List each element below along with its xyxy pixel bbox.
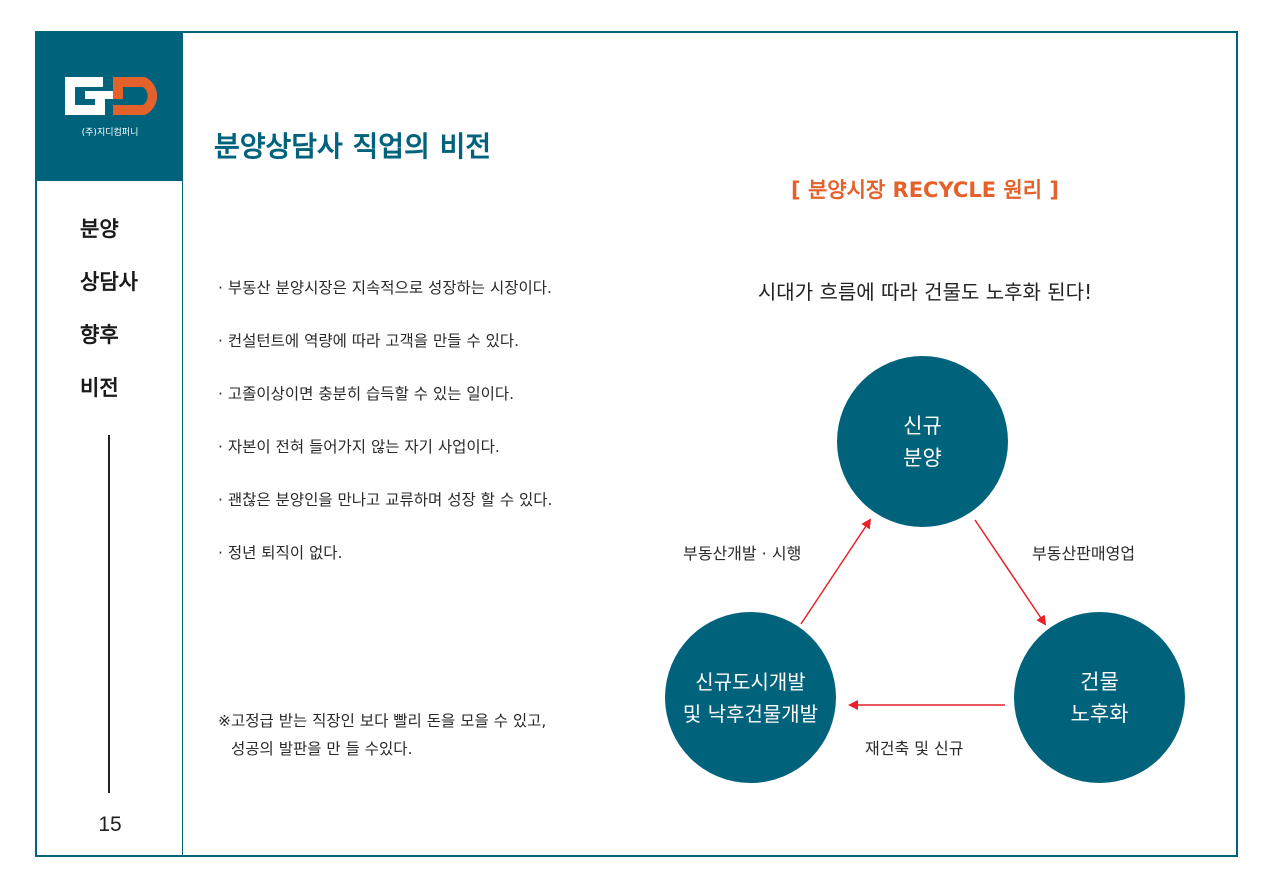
page-number: 15 — [98, 813, 122, 836]
bullet-item: · 괜찮은 분양인을 만나고 교류하며 성장 할 수 있다. — [218, 491, 553, 509]
edge-label-sales: 부동산판매영업 — [1032, 544, 1136, 563]
bullet-item: · 정년 퇴직이 없다. — [218, 544, 343, 562]
node-building-aging: 건물 노후화 — [1014, 612, 1185, 783]
footnote: ※고정급 받는 직장인 보다 빨리 돈을 모을 수 있고, 성공의 발판을 만 … — [218, 707, 546, 763]
logo-block: (주)지디컴퍼니 — [37, 33, 183, 181]
sidebar-word-4: 비전 — [80, 376, 119, 400]
gd-logo-icon — [65, 77, 158, 115]
sidebar-word-1: 분양 — [80, 217, 119, 241]
page-title: 분양상담사 직업의 비전 — [214, 130, 492, 163]
diagram-lead: 시대가 흐름에 따라 건물도 노후화 된다! — [757, 280, 1093, 304]
company-name: (주)지디컴퍼니 — [81, 128, 139, 138]
node-new-sale-line-2: 분양 — [903, 445, 942, 470]
bullet-item: · 부동산 분양시장은 지속적으로 성장하는 시장이다. — [218, 279, 552, 297]
footnote-line-1: ※고정급 받는 직장인 보다 빨리 돈을 모을 수 있고, — [218, 712, 547, 730]
bullet-item: · 고졸이상이면 충분히 습득할 수 있는 일이다. — [218, 385, 515, 403]
footnote-line-2: 성공의 발판을 만 들 수있다. — [231, 740, 413, 758]
node-new-development-line-2: 및 낙후건물개발 — [682, 701, 819, 726]
sidebar-divider — [108, 435, 110, 793]
arrow-top-to-right — [974, 519, 1047, 626]
node-building-aging-line-2: 노후화 — [1070, 701, 1129, 726]
node-new-sale: 신규 분양 — [837, 356, 1008, 527]
sidebar-word-2: 상담사 — [80, 270, 138, 294]
sidebar: (주)지디컴퍼니 분양 상담사 향후 비전 15 — [37, 33, 183, 855]
edge-label-development: 부동산개발 · 시행 — [683, 544, 802, 563]
node-building-aging-line-1: 건물 — [1080, 669, 1119, 694]
node-new-sale-line-1: 신규 — [903, 413, 942, 438]
node-new-development: 신규도시개발 및 낙후건물개발 — [665, 612, 836, 783]
arrow-left-to-top — [800, 518, 872, 625]
node-new-development-line-1: 신규도시개발 — [695, 669, 806, 694]
edge-label-rebuild: 재건축 및 신규 — [865, 739, 964, 758]
slide-frame: (주)지디컴퍼니 분양 상담사 향후 비전 15 — [35, 31, 1238, 857]
diagram-subtitle: [ 분양시장 RECYCLE 원리 ] — [791, 178, 1059, 202]
sidebar-word-3: 향후 — [80, 323, 119, 347]
bullet-item: · 자본이 전혀 들어가지 않는 자기 사업이다. — [218, 438, 500, 456]
bullet-item: · 컨설턴트에 역량에 따라 고객을 만들 수 있다. — [218, 332, 520, 350]
